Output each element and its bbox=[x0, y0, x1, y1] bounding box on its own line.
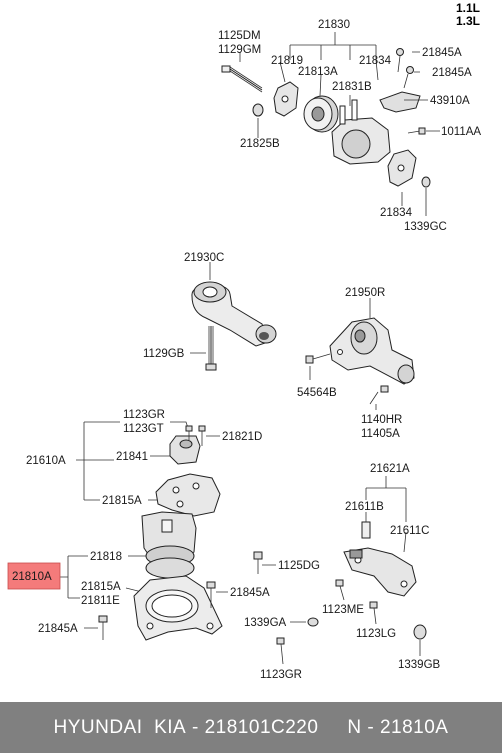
label-21815a-upper: 21815A bbox=[102, 495, 142, 507]
bolt-21845a-top-icon bbox=[396, 48, 404, 73]
label-1123lg: 1123LG bbox=[356, 628, 396, 640]
bolt-21845a-right-icon bbox=[206, 581, 216, 608]
label-21621a: 21621A bbox=[370, 463, 410, 475]
footer-bar: HYUNDAI KIA - 218101C220 N - 21810A bbox=[0, 702, 502, 753]
engine-mount-21818-icon bbox=[141, 511, 197, 579]
bracket-43910a-icon bbox=[379, 91, 421, 113]
bushing-21813a-icon bbox=[303, 95, 339, 133]
footer-n-prefix: N - bbox=[347, 716, 380, 738]
nut-1339gc-icon bbox=[421, 176, 431, 188]
footer-separator: - bbox=[186, 716, 205, 738]
label-21819: 21819 bbox=[271, 55, 303, 67]
label-21845a-left: 21845A bbox=[38, 623, 78, 635]
bolt-21845a-mid-icon bbox=[403, 66, 414, 89]
label-1011aa: 1011AA bbox=[441, 126, 481, 138]
label-21815a-lower: 21815A bbox=[81, 581, 121, 593]
bolt-1125dg-icon bbox=[253, 551, 276, 574]
bracket-21811e-icon bbox=[133, 575, 223, 641]
bolt-1011aa-icon bbox=[407, 127, 426, 135]
label-1129gm: 1129GM bbox=[218, 44, 261, 56]
label-1123gr-top: 1123GR bbox=[123, 409, 165, 421]
label-21845a-top: 21845A bbox=[422, 47, 462, 59]
bolt-1123lg-icon bbox=[369, 601, 378, 625]
footer-brand: HYUNDAI KIA bbox=[53, 716, 187, 738]
label-21834-top: 21834 bbox=[359, 55, 392, 67]
bracket-21611c-icon bbox=[343, 547, 417, 597]
bolt-1140hr-icon bbox=[369, 385, 389, 405]
label-1125dm: 1125DM bbox=[218, 30, 261, 42]
bolt-21611b-icon bbox=[361, 512, 371, 539]
label-21811e: 21811E bbox=[81, 595, 120, 607]
label-1339gc: 1339GC bbox=[404, 221, 447, 233]
footer-spacer bbox=[318, 717, 347, 739]
bracket-21815a-upper-icon bbox=[155, 473, 221, 517]
mount-21841-icon bbox=[169, 435, 201, 465]
label-21810a: 21810A bbox=[12, 571, 52, 583]
label-21611c: 21611C bbox=[390, 525, 429, 537]
nut-1339ga-icon bbox=[307, 617, 319, 627]
footer-oem-number: 218101C220 bbox=[204, 716, 319, 738]
label-1339ga: 1339GA bbox=[244, 617, 287, 629]
torque-rod-21930c-icon bbox=[191, 281, 277, 347]
label-21950r: 21950R bbox=[345, 287, 385, 299]
mount-21950r-icon bbox=[329, 317, 415, 385]
label-1123me: 1123ME bbox=[322, 604, 364, 616]
label-43910a: 43910A bbox=[430, 95, 470, 107]
label-21831b: 21831B bbox=[332, 81, 372, 93]
label-21841: 21841 bbox=[116, 451, 148, 463]
bolt-21845a-left-icon bbox=[98, 615, 108, 640]
label-21821d: 21821D bbox=[222, 431, 262, 443]
label-21610a: 21610A bbox=[26, 455, 66, 467]
engine-label-1: 1.1L bbox=[456, 1, 480, 15]
label-21930c: 21930C bbox=[184, 252, 224, 264]
nut-21825b-icon bbox=[252, 103, 264, 117]
bolt-21821d-icon bbox=[198, 425, 206, 446]
label-1129gb: 1129GB bbox=[143, 348, 185, 360]
label-21611b: 21611B bbox=[345, 501, 384, 513]
bolt-1123me-icon bbox=[335, 579, 345, 601]
label-21830: 21830 bbox=[318, 19, 350, 31]
parts-diagram: 1.1L 1.3L bbox=[7, 1, 481, 681]
bolt-1125dm-icon bbox=[221, 65, 263, 93]
bolt-1123gr-top-icon bbox=[185, 425, 193, 440]
top-mount-group bbox=[221, 32, 440, 216]
footer-part-number: 21810A bbox=[379, 716, 449, 738]
highlight-box bbox=[7, 562, 61, 590]
label-54564b: 54564B bbox=[297, 387, 337, 399]
label-1125dg: 1125DG bbox=[278, 560, 320, 572]
label-21845a-right: 21845A bbox=[230, 587, 270, 599]
label-1339gb: 1339GB bbox=[398, 659, 441, 671]
label-1140hr: 1140HR bbox=[361, 414, 402, 426]
label-21825b: 21825B bbox=[240, 138, 280, 150]
label-1123gt: 1123GT bbox=[123, 423, 164, 435]
label-11405a: 11405A bbox=[361, 428, 400, 440]
bolt-1129gb-icon bbox=[205, 326, 217, 371]
label-21845a-mid: 21845A bbox=[432, 67, 472, 79]
mount-body-21831b-icon bbox=[331, 99, 391, 165]
nut-1339gb-icon bbox=[413, 624, 427, 640]
label-21818: 21818 bbox=[90, 551, 122, 563]
label-1123gr-bottom: 1123GR bbox=[260, 669, 302, 681]
label-21813a: 21813A bbox=[298, 66, 338, 78]
label-21834-bottom: 21834 bbox=[380, 207, 413, 219]
bolt-1123gr-bottom-icon bbox=[276, 637, 285, 665]
engine-label-2: 1.3L bbox=[456, 14, 480, 28]
bolt-54564b-icon bbox=[305, 353, 331, 364]
